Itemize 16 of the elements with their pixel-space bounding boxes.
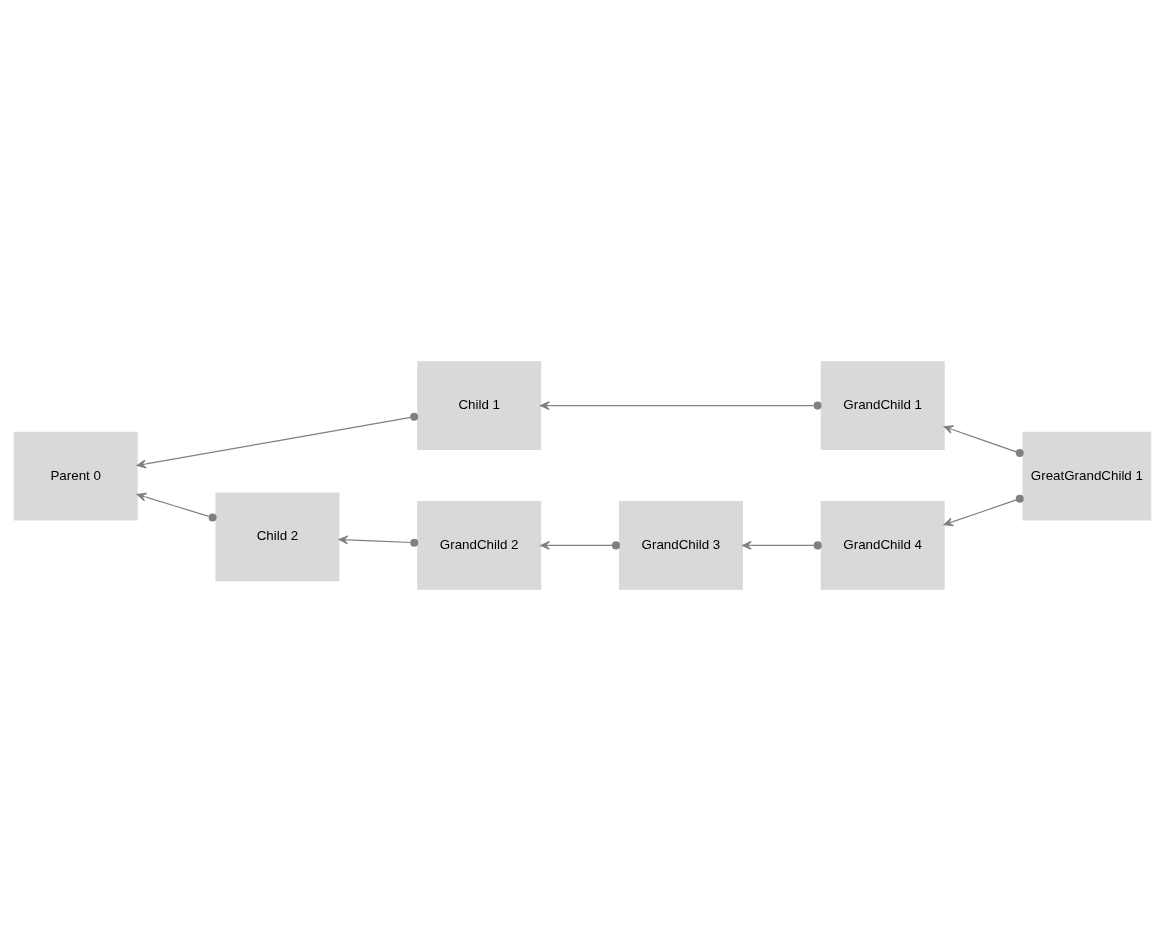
node-box: Child 1: [417, 360, 542, 450]
node-box: GrandChild 1: [820, 360, 945, 450]
node-box: GreatGrandChild 1: [1022, 431, 1152, 520]
arrow: [136, 412, 419, 468]
node-box: GrandChild 3: [618, 500, 743, 590]
arrow: [540, 400, 822, 410]
arrow: [540, 540, 620, 550]
arrow: [136, 492, 217, 521]
node-box: GrandChild 4: [820, 500, 945, 590]
arrow: [742, 540, 822, 550]
node-box: GrandChild 2: [417, 500, 542, 590]
arrow: [943, 494, 1024, 526]
arrow: [338, 534, 419, 547]
arrow: [943, 424, 1024, 457]
node-box: Parent 0: [13, 431, 138, 520]
node-box: Child 2: [215, 492, 340, 581]
